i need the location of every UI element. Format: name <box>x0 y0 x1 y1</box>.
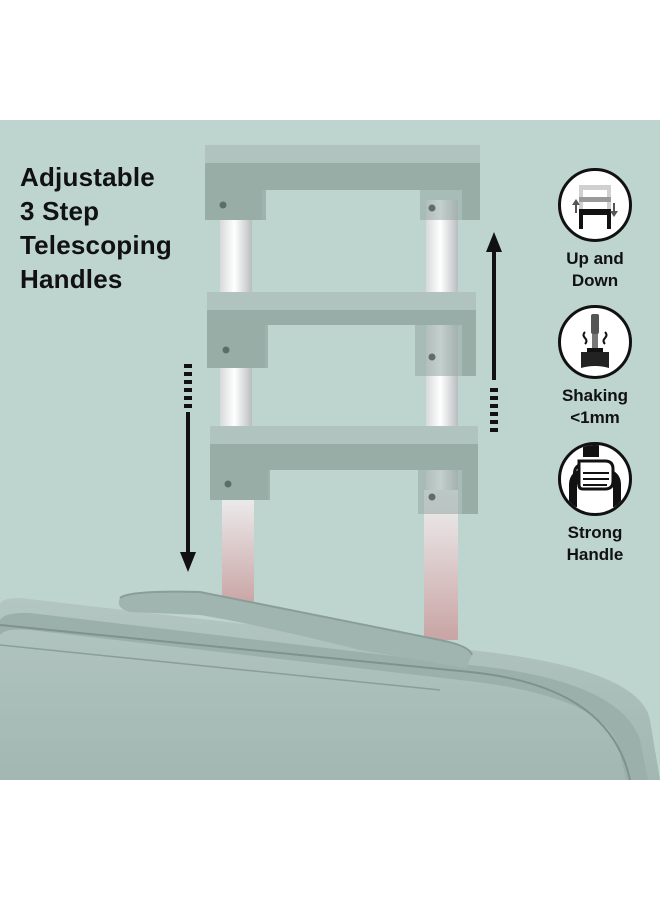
shaking-icon <box>558 305 632 379</box>
feature-strong-handle: Strong Handle <box>540 442 650 566</box>
feature-caption-line: Strong <box>567 523 623 542</box>
arrow-up <box>486 232 502 432</box>
headline-line: Telescoping <box>20 230 172 260</box>
handle-step-bottom <box>210 426 478 514</box>
up-down-icon <box>558 168 632 242</box>
feature-caption-line: Handle <box>566 545 624 564</box>
left-rod-lower <box>222 490 254 605</box>
strong-handle-icon <box>558 442 632 516</box>
handle-step-top <box>205 145 480 220</box>
feature-caption-line: Down <box>571 271 619 290</box>
handle-step-middle <box>207 292 476 376</box>
headline-line: Adjustable <box>20 162 155 192</box>
headline-line: Handles <box>20 264 123 294</box>
product-image-panel: Adjustable 3 Step Telescoping Handles <box>0 120 660 780</box>
feature-caption-line: Up and <box>566 249 624 268</box>
suitcase-body <box>0 598 660 780</box>
luggage-illustration <box>0 145 660 780</box>
feature-caption-line: <1mm <box>570 408 620 427</box>
feature-caption-line: Shaking <box>561 386 629 405</box>
feature-shaking: Shaking <1mm <box>540 305 650 429</box>
trolley-rods <box>220 200 458 640</box>
arrow-down <box>180 364 196 572</box>
carry-handle <box>118 590 473 668</box>
right-rod-lower <box>424 490 458 640</box>
headline: Adjustable 3 Step Telescoping Handles <box>20 160 220 296</box>
headline-line: 3 Step <box>20 196 100 226</box>
feature-up-and-down: Up and Down <box>540 168 650 292</box>
